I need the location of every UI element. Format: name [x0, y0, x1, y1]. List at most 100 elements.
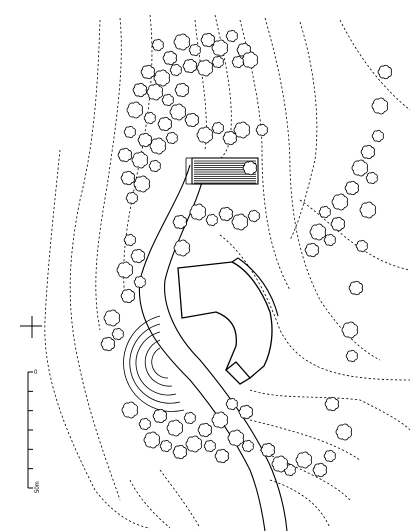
tree-symbol	[137, 132, 152, 148]
tree-symbol	[330, 216, 345, 232]
tree-symbol	[143, 431, 160, 449]
tree-symbol	[196, 126, 213, 144]
tree-symbol	[241, 439, 254, 453]
tree-symbol	[255, 123, 268, 137]
tree-symbol	[189, 203, 206, 221]
tree-symbol	[241, 51, 258, 69]
scale-zero-label: 0	[34, 370, 38, 376]
tree-symbol	[238, 404, 253, 420]
tree-symbol	[335, 423, 352, 441]
tree-symbol	[111, 327, 124, 341]
tree-symbol	[359, 201, 376, 219]
tree-symbol	[371, 97, 388, 115]
tree-symbol	[120, 170, 135, 186]
tree-symbol	[148, 159, 161, 173]
tree-symbol	[162, 50, 177, 66]
tree-symbol	[117, 147, 132, 163]
tree-symbol	[126, 101, 143, 119]
tree-symbol	[260, 442, 275, 458]
tree-symbol	[140, 64, 155, 80]
scale-bar: 0 50m	[27, 370, 41, 493]
tree-symbol	[200, 32, 215, 48]
tree-symbol	[103, 309, 120, 327]
main-building	[177, 257, 279, 385]
tree-symbol	[348, 280, 363, 296]
access-road	[138, 164, 288, 531]
tree-symbol	[271, 455, 288, 473]
tree-symbol	[211, 39, 228, 57]
tree-symbol	[345, 349, 358, 363]
tree-symbol	[152, 408, 167, 424]
tree-symbol	[159, 439, 172, 453]
tree-symbol	[377, 64, 392, 80]
north-arrow-crosshair	[20, 316, 42, 338]
tree-symbol	[131, 151, 148, 169]
tree-symbol	[161, 93, 174, 107]
tree-symbol	[211, 411, 228, 429]
tree-symbol	[100, 336, 115, 352]
tree-symbol	[184, 112, 199, 128]
tree-symbol	[146, 83, 163, 101]
tree-symbol	[169, 103, 186, 121]
tree-symbol	[182, 58, 197, 74]
tree-symbol	[225, 397, 238, 411]
tree-symbol	[304, 242, 319, 258]
tree-symbol	[211, 55, 224, 69]
tree-symbol	[123, 233, 136, 247]
tree-symbol	[169, 63, 182, 77]
tree-symbol	[242, 160, 257, 176]
tree-symbol	[341, 321, 358, 339]
tree-symbol	[233, 121, 250, 139]
tree-symbol	[138, 417, 151, 431]
tree-symbol	[121, 401, 138, 419]
tree-symbol	[371, 129, 384, 143]
tree-symbol	[309, 223, 326, 241]
tree-symbol	[214, 448, 229, 464]
tree-symbol	[125, 191, 138, 205]
tree-symbol	[318, 205, 331, 219]
tree-cluster	[100, 29, 392, 478]
tree-symbol	[211, 121, 224, 135]
tree-symbol	[360, 144, 375, 160]
tree-symbol	[197, 422, 212, 438]
tree-symbol	[351, 159, 368, 177]
tree-symbol	[120, 288, 135, 304]
tree-symbol	[173, 33, 190, 51]
tree-symbol	[143, 111, 156, 125]
tree-symbol	[133, 275, 146, 289]
tree-symbol	[355, 239, 368, 253]
tree-symbol	[151, 38, 164, 52]
tree-symbol	[227, 429, 244, 447]
tree-symbol	[157, 116, 172, 132]
tree-symbol	[185, 435, 202, 453]
tree-symbol	[166, 419, 183, 437]
contour-lines	[44, 14, 411, 529]
tree-symbol	[165, 131, 178, 145]
tree-symbol	[247, 209, 260, 223]
tree-symbol	[225, 29, 238, 43]
tree-symbol	[324, 396, 339, 412]
tree-symbol	[130, 248, 145, 264]
tree-symbol	[344, 180, 359, 196]
scale-unit-label: 50m	[35, 481, 41, 493]
tree-symbol	[203, 439, 216, 453]
tree-symbol	[133, 175, 150, 193]
tree-symbol	[132, 82, 147, 98]
tree-symbol	[149, 137, 166, 155]
tree-symbol	[365, 171, 378, 185]
tree-symbol	[331, 193, 348, 211]
tree-symbol	[172, 444, 187, 460]
tree-symbol	[231, 55, 244, 69]
tree-symbol	[172, 214, 187, 230]
tree-symbol	[312, 462, 327, 478]
tree-symbol	[205, 213, 218, 227]
tree-symbol	[173, 239, 190, 257]
tree-symbol	[222, 130, 237, 146]
tree-symbol	[174, 82, 189, 98]
tree-symbol	[123, 125, 136, 139]
tree-symbol	[231, 213, 248, 231]
tree-symbol	[183, 411, 196, 425]
tree-symbol	[218, 206, 233, 222]
tree-symbol	[153, 69, 170, 87]
